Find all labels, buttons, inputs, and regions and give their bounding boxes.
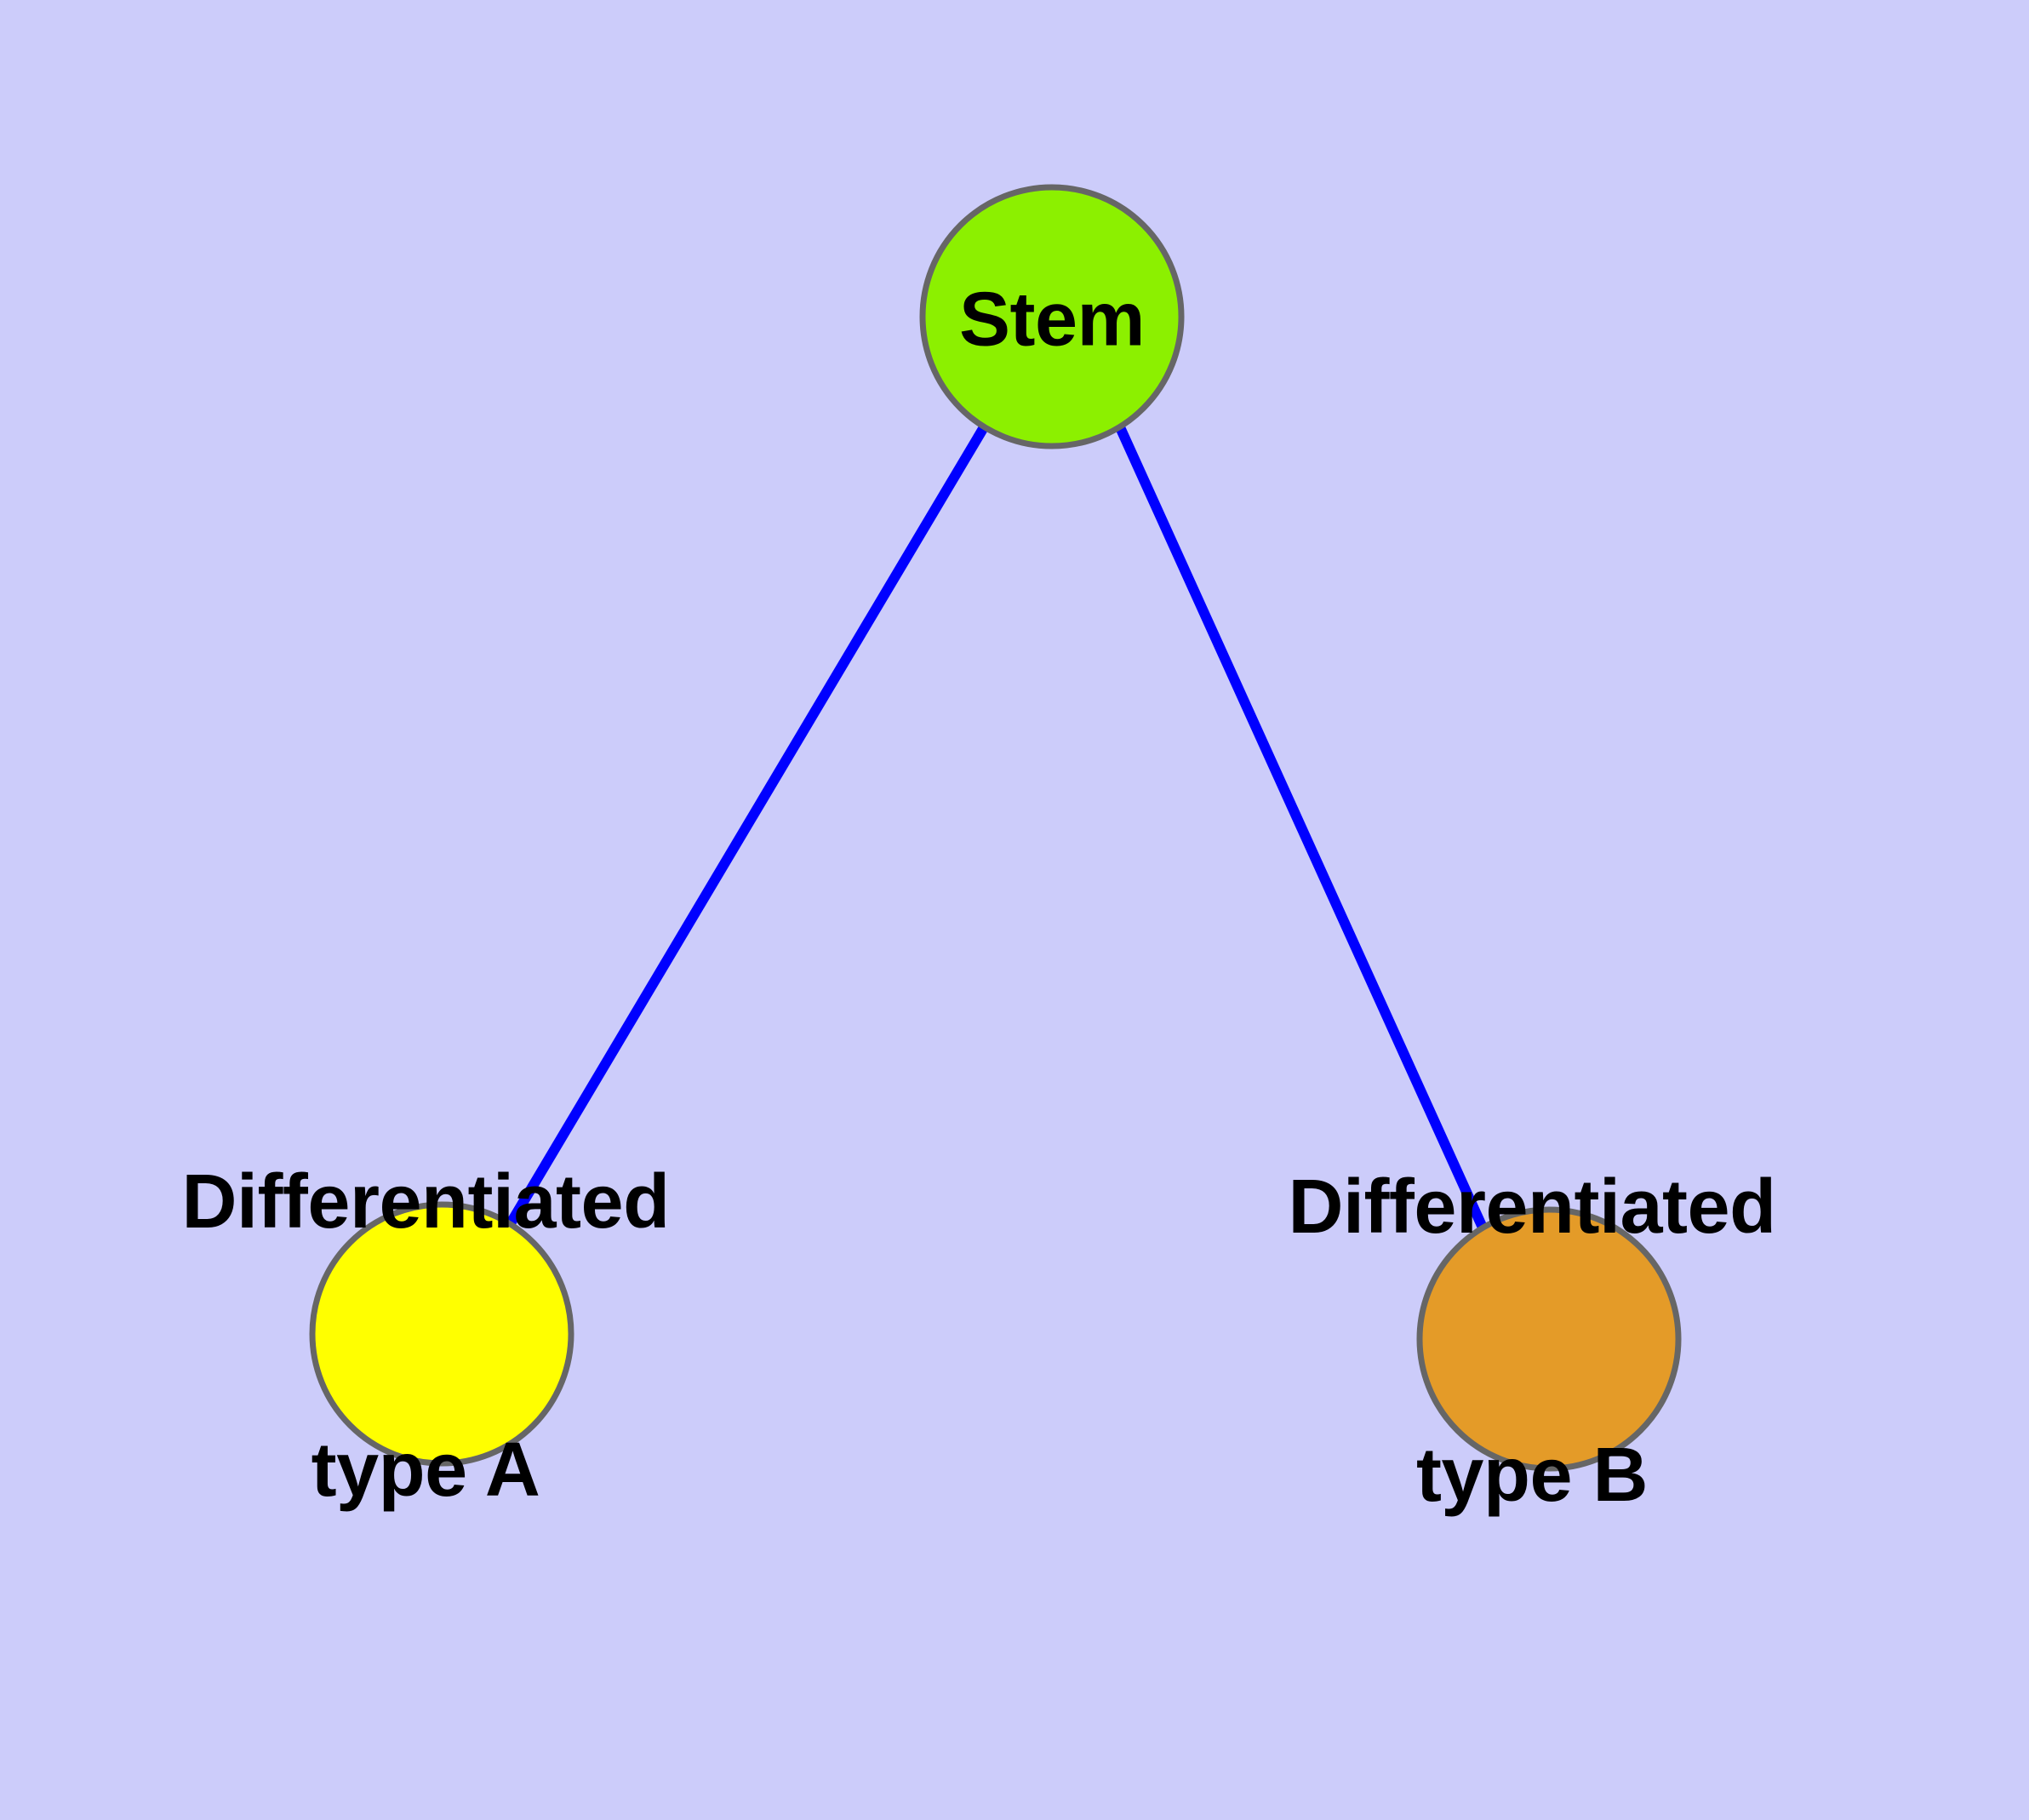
node-differentiated-type-b[interactable] (1416, 1206, 1682, 1472)
node-group (309, 184, 1682, 1472)
edge-stem-to-differentiated-type-b[interactable] (1115, 425, 1488, 1230)
node-differentiated-type-a[interactable] (309, 1201, 574, 1467)
edge-stem-to-differentiated-type-a[interactable] (506, 424, 989, 1227)
node-stem[interactable] (919, 184, 1185, 449)
edge-group (506, 424, 1488, 1230)
